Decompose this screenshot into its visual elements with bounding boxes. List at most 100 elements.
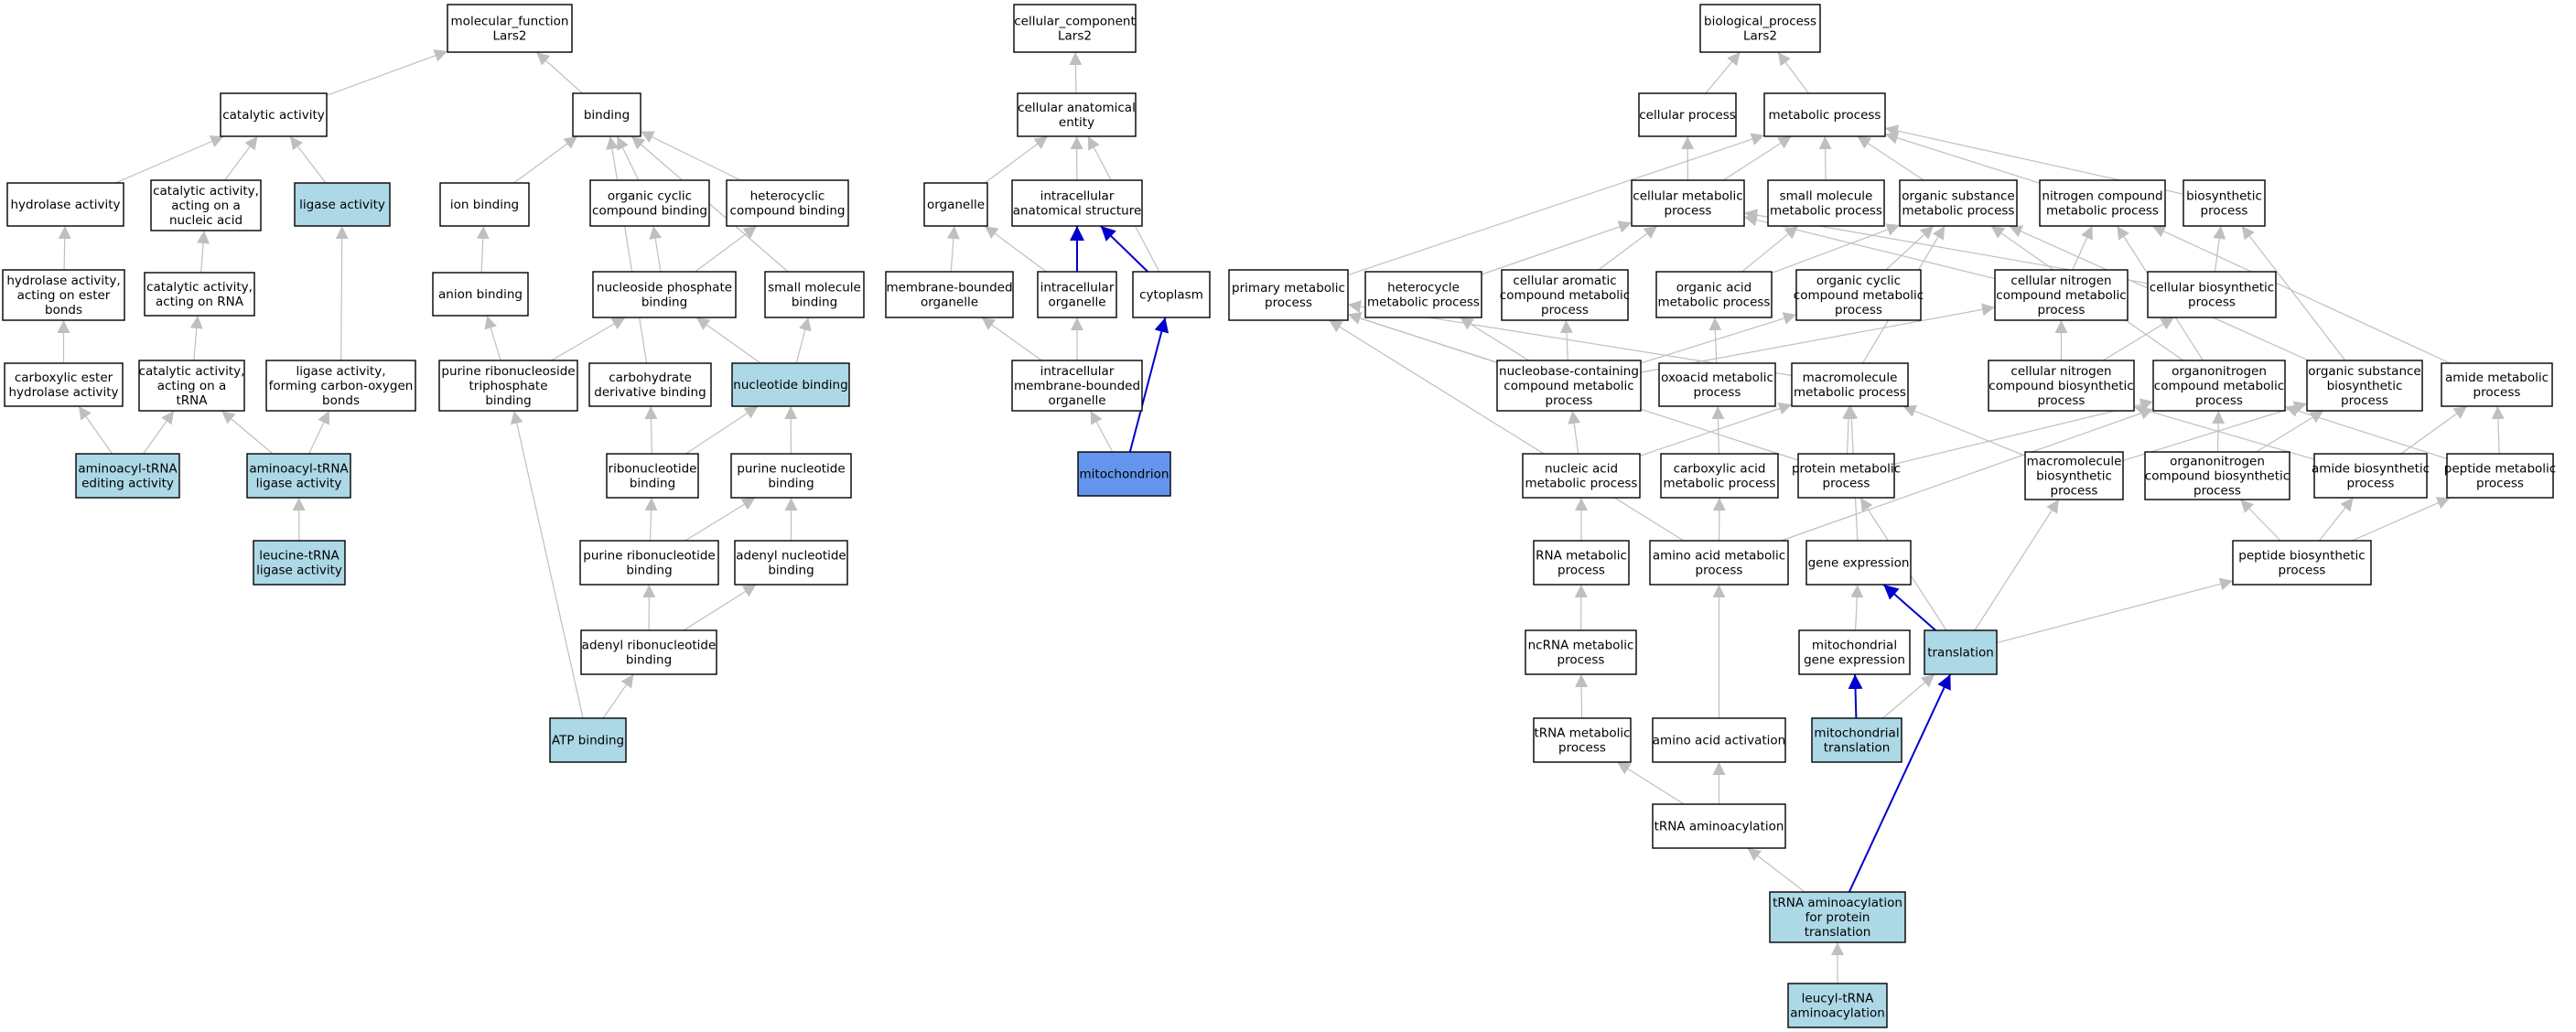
edge-binding-to-mf	[535, 51, 583, 94]
node-label: binding	[630, 477, 675, 491]
go-term-node-aa-activation[interactable]: amino acid activation	[1652, 717, 1786, 763]
go-term-node-catalytic[interactable]: catalytic activity	[220, 92, 328, 137]
node-box	[1638, 92, 1737, 137]
go-term-node-nucleotide-binding[interactable]: nucleotide binding	[731, 362, 850, 407]
node-label: process	[1835, 303, 1882, 317]
go-term-node-ion-binding[interactable]: ion binding	[439, 182, 530, 227]
go-term-node-ligase-co[interactable]: ligase activity,forming carbon-oxygenbon…	[265, 360, 416, 412]
go-term-node-cat-rna[interactable]: catalytic activity,acting on RNA	[144, 272, 255, 317]
go-term-node-cytoplasm[interactable]: cytoplasm	[1132, 271, 1211, 318]
go-term-node-atp[interactable]: ATP binding	[549, 717, 627, 763]
go-term-node-anion-binding[interactable]: anion binding	[432, 272, 529, 317]
go-term-node-ligase[interactable]: ligase activity	[294, 182, 391, 227]
go-term-node-cellular-process[interactable]: cellular process	[1638, 92, 1737, 137]
node-label: for protein	[1805, 910, 1870, 925]
node-box	[265, 360, 416, 412]
node-label: bonds	[322, 393, 360, 408]
node-box	[2144, 451, 2290, 500]
node-box	[1017, 92, 1137, 137]
go-term-node-gene-expr[interactable]: gene expression	[1805, 540, 1912, 586]
node-label: membrane-bounded	[886, 281, 1012, 296]
go-term-node-translation[interactable]: translation	[1924, 629, 1998, 675]
node-label: organelle	[1048, 393, 1105, 408]
node-label: metabolic process	[1794, 385, 1906, 400]
node-label: aminoacylation	[1790, 1006, 1885, 1021]
node-label: metabolic process	[1770, 204, 1882, 219]
node-label: carbohydrate	[609, 371, 692, 385]
node-label: intracellular	[1040, 364, 1115, 379]
go-term-node-organelle[interactable]: organelle	[923, 182, 988, 227]
go-term-node-metabolic-process[interactable]: metabolic process	[1763, 92, 1886, 137]
go-term-node-trna-aminoacylation[interactable]: tRNA aminoacylation	[1652, 803, 1786, 849]
go-term-node-hydrolase[interactable]: hydrolase activity	[6, 182, 124, 227]
go-term-node-binding[interactable]: binding	[572, 92, 641, 137]
node-label: primary metabolic	[1232, 281, 1345, 296]
go-term-node-mitochondrion[interactable]: mitochondrion	[1077, 451, 1171, 497]
node-box	[1631, 179, 1745, 227]
node-label: acting on ester	[17, 288, 111, 303]
node-label: process	[2195, 393, 2243, 408]
